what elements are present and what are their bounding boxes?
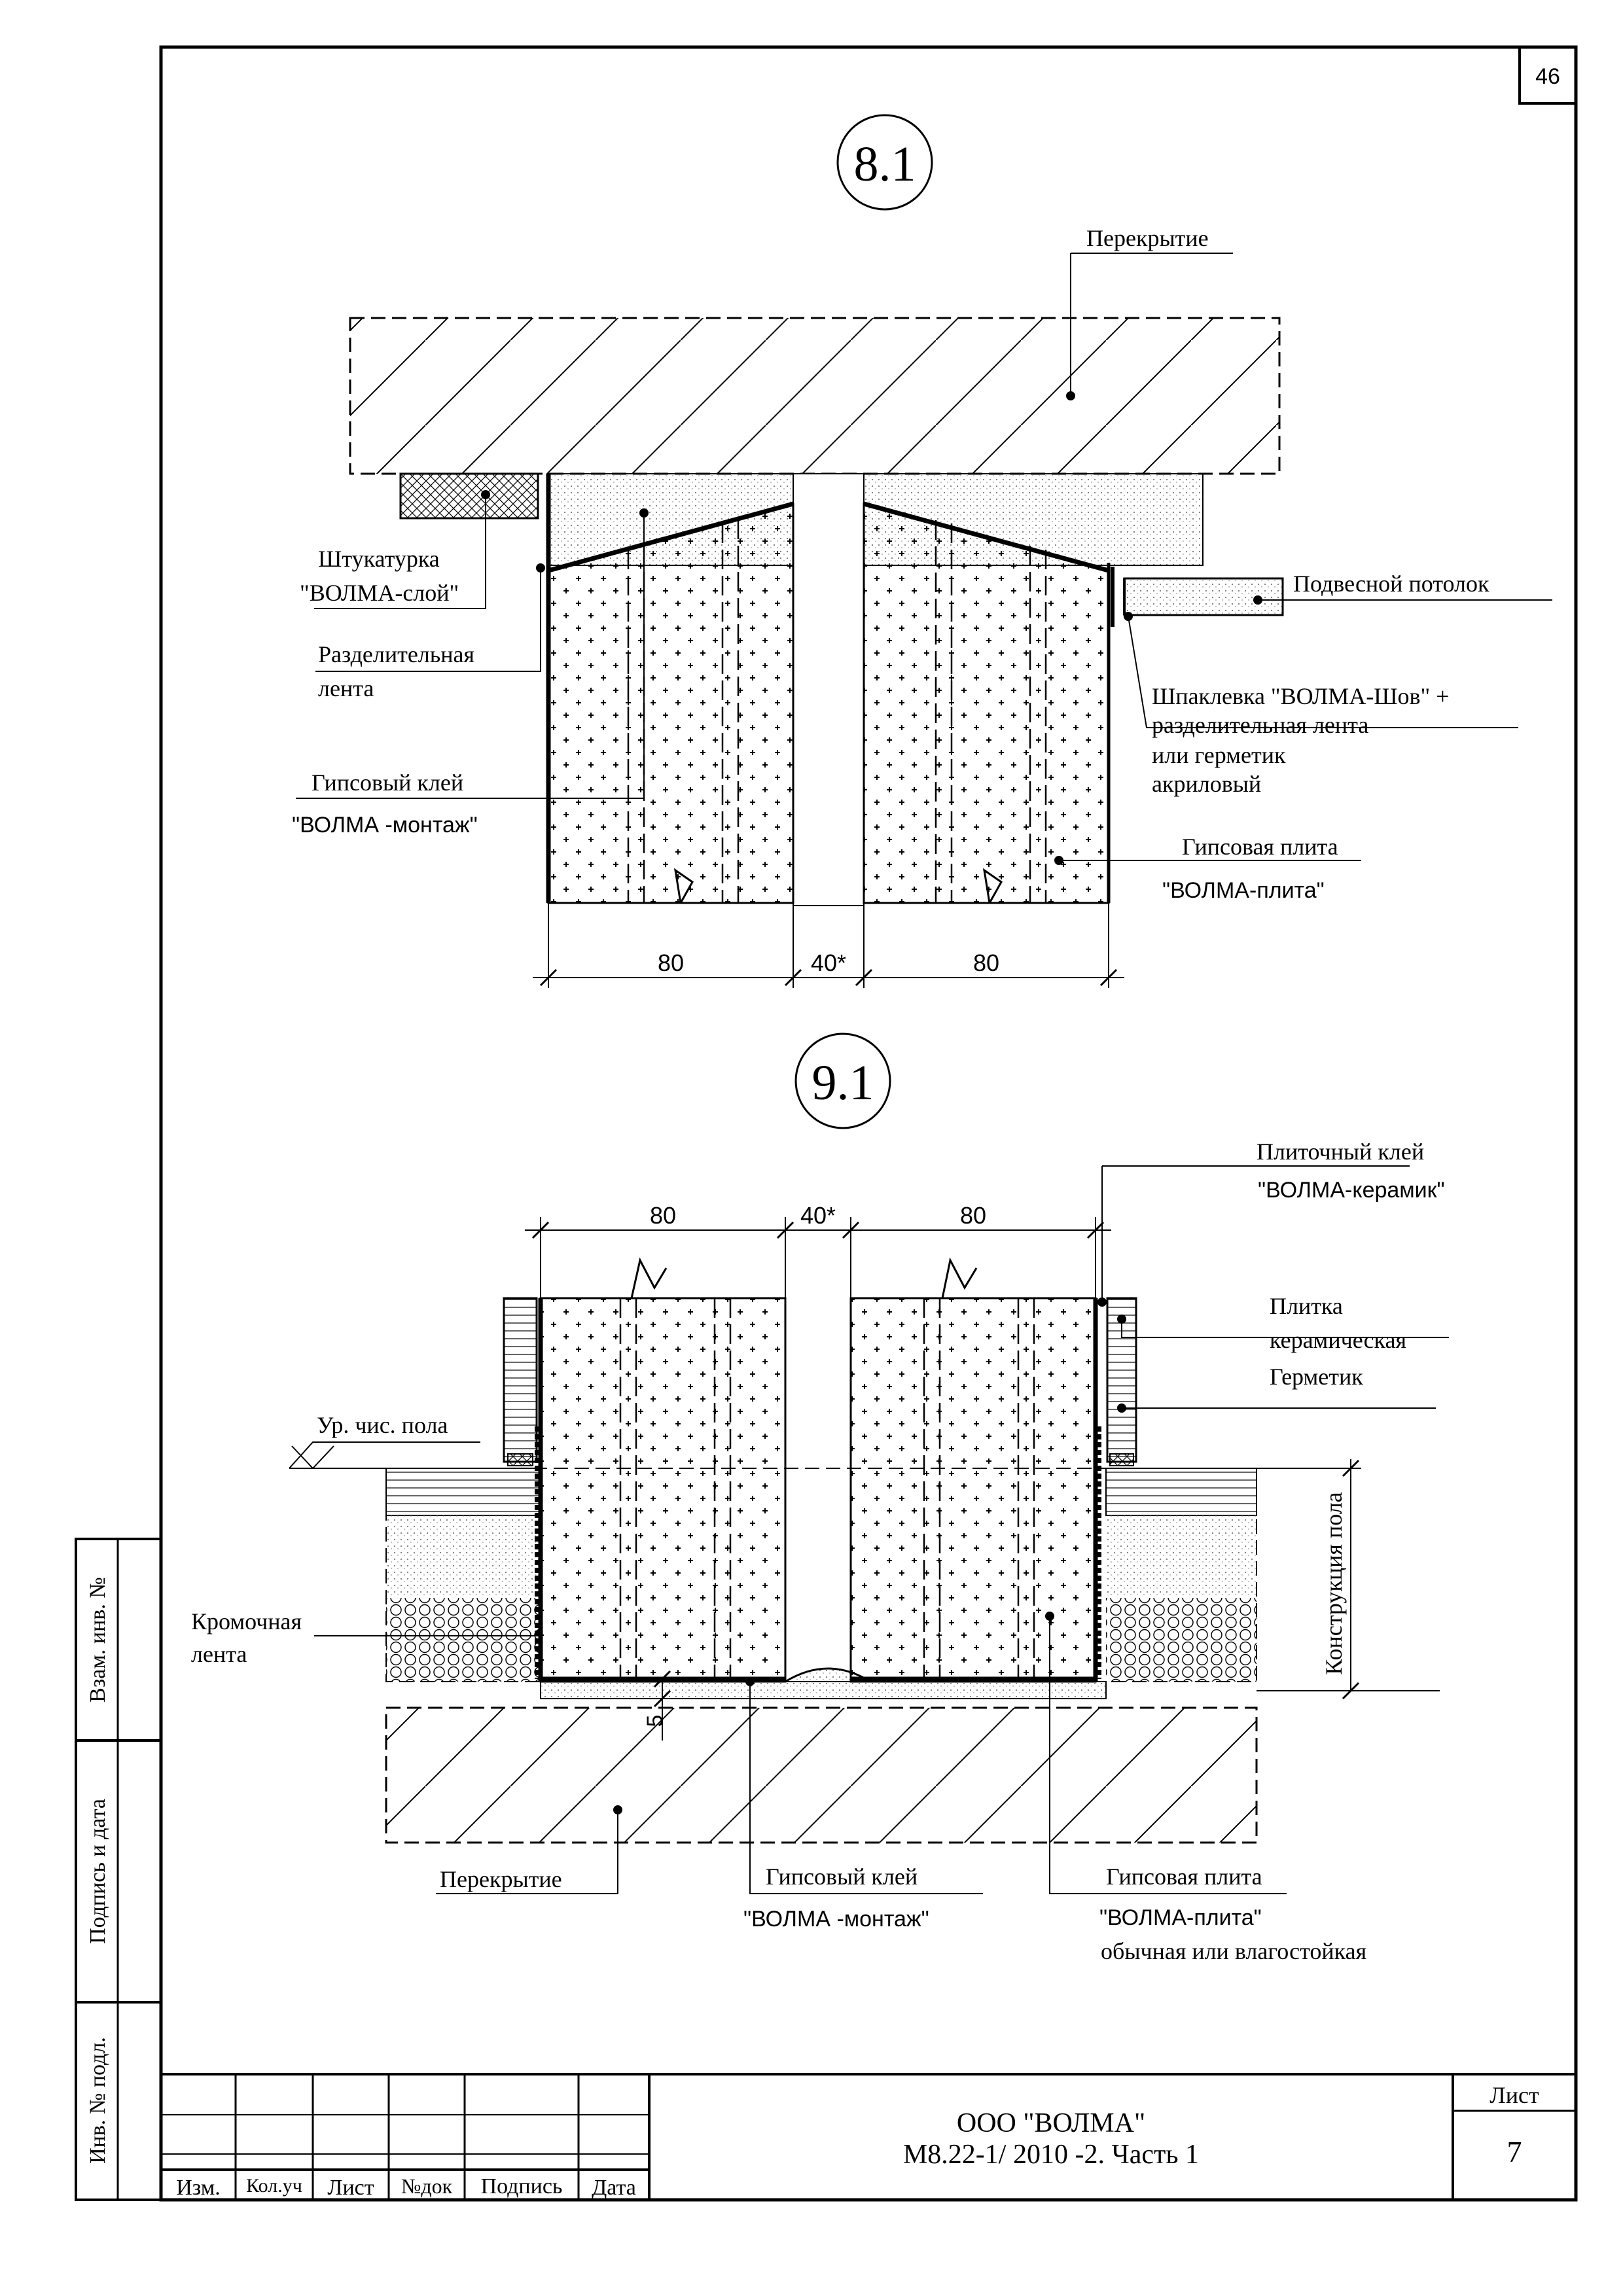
detail-8-1: 8.1 80 40* <box>292 114 1552 988</box>
leaders-9-1 <box>314 1165 1449 1894</box>
label-separation-1: Разделительная <box>318 641 474 667</box>
label-tile-adhesive-2: "ВОЛМА-керамик" <box>1258 1178 1445 1203</box>
label-putty-3: или герметик <box>1152 742 1286 768</box>
title-block: Изм. Кол.уч Лист №док Подпись Дата ООО "… <box>160 2073 1577 2201</box>
detail-title-circle <box>794 1033 891 1129</box>
gypsum-board-left <box>547 503 794 904</box>
gypsum-board-right <box>849 1297 1097 1683</box>
label-adhesive-2: "ВОЛМА -монтаж" <box>292 813 478 838</box>
label-tile-adhesive-1: Плиточный клей <box>1257 1139 1424 1165</box>
sheet-number: 46 <box>1535 64 1560 89</box>
leader-dots-8-1 <box>481 391 1262 865</box>
label-floor-structure: Конструкция пола <box>1321 1492 1347 1674</box>
dimension-floor-structure: Конструкция пола <box>1257 1459 1440 1700</box>
detail-title-circle <box>836 114 933 211</box>
label-putty-2: разделительная лента <box>1152 712 1368 738</box>
slab-8-1 <box>349 317 1281 475</box>
dim-left: 80 <box>650 1202 676 1229</box>
label-edge-tape-1: Кромочная <box>191 1608 302 1634</box>
col-doc: №док <box>401 2174 453 2198</box>
dim-gap: 40* <box>811 949 846 976</box>
label-board-1: Гипсовая плита <box>1182 834 1338 860</box>
detail-title: 9.1 <box>812 1055 874 1110</box>
label-suspended-ceiling: Подвесной потолок <box>1293 571 1489 597</box>
floor-construction <box>385 1468 1257 1682</box>
document-code: М8.22-1/ 2010 -2. Часть 1 <box>903 2140 1199 2170</box>
label-putty-1: Шпаклевка "ВОЛМА-Шов" + <box>1152 683 1450 709</box>
label-board-2: "ВОЛМА-плита" <box>1099 1905 1262 1930</box>
col-date: Дата <box>592 2176 636 2200</box>
label-adhesive-2: "ВОЛМА -монтаж" <box>743 1907 929 1932</box>
gypsum-board-right <box>863 503 1110 904</box>
dimension-5: 5 <box>643 1670 671 1740</box>
dim-right: 80 <box>960 1202 986 1229</box>
label-board-3: обычная или влагостойкая <box>1101 1938 1366 1964</box>
stamp-signature-date: Подпись и дата <box>86 1799 110 1944</box>
sheet-label: Лист <box>1489 2082 1539 2108</box>
label-plaster-1: Штукатурка <box>318 546 440 572</box>
label-slab: Перекрытие <box>440 1866 562 1892</box>
label-floor-level: Ур. чис. пола <box>317 1412 448 1438</box>
floor-level-mark <box>289 1441 539 1470</box>
label-separation-2: лента <box>318 675 374 701</box>
detail-title: 8.1 <box>854 137 916 192</box>
col-change: Изм. <box>176 2176 221 2200</box>
detail-9-1: 9.1 <box>191 1033 1449 1964</box>
label-putty-4: акриловый <box>1152 771 1261 797</box>
label-sealant: Герметик <box>1270 1364 1363 1390</box>
stamp-replacement-inv: Взам. инв. № <box>86 1577 110 1703</box>
gypsum-board-left <box>539 1297 787 1683</box>
dim-right: 80 <box>973 949 999 976</box>
label-plaster-2: "ВОЛМА-слой" <box>300 580 459 606</box>
dim-bottom: 5 <box>643 1715 668 1727</box>
label-adhesive-1: Гипсовый клей <box>312 769 463 796</box>
label-tile-1: Плитка <box>1270 1293 1343 1319</box>
side-stamps: Взам. инв. № Подпись и дата Инв. № подл. <box>75 1538 162 2201</box>
col-qty: Кол.уч <box>246 2175 302 2197</box>
label-slab: Перекрытие <box>1086 225 1209 251</box>
company-name: ООО "ВОЛМА" <box>957 2108 1145 2138</box>
label-edge-tape-2: лента <box>191 1641 247 1667</box>
dimension-line-8-1: 80 40* 80 <box>533 903 1124 988</box>
label-board-1: Гипсовая плита <box>1106 1863 1262 1890</box>
leaders-8-1 <box>296 253 1552 861</box>
label-adhesive-1: Гипсовый клей <box>766 1863 918 1890</box>
stamp-original-inv: Инв. № подл. <box>86 2037 110 2164</box>
col-sheet: Лист <box>327 2176 374 2200</box>
col-signature: Подпись <box>481 2174 563 2199</box>
plaster-block <box>399 472 539 520</box>
dim-gap: 40* <box>800 1202 836 1229</box>
tile-left <box>503 1297 538 1463</box>
label-tile-2: керамическая <box>1270 1327 1406 1353</box>
dimension-line-9-1: 80 40* 80 <box>525 1202 1111 1298</box>
sheet-value: 7 <box>1507 2135 1522 2168</box>
slab-9-1 <box>385 1706 1258 1844</box>
adhesive-bed <box>540 1681 1107 1699</box>
dim-left: 80 <box>658 949 684 976</box>
leader-dots-9-1 <box>613 1298 1126 1814</box>
label-board-2: "ВОЛМА-плита" <box>1162 878 1325 903</box>
